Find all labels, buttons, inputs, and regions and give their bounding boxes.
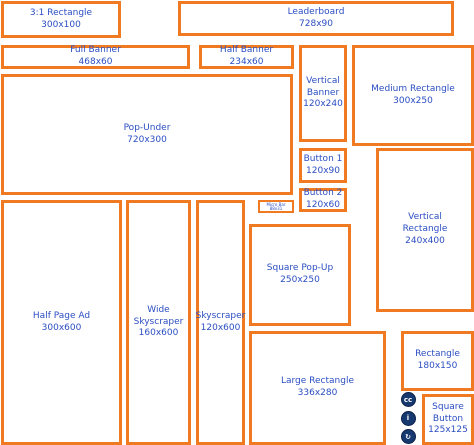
ad-label: Square Button (432, 401, 464, 424)
ad-size: 120x600 (200, 322, 241, 333)
license-icons: cc i ↻ (399, 392, 417, 444)
ad-wide-skyscraper: Wide Skyscraper 160x600 (126, 200, 191, 445)
ad-3-1-rectangle: 3:1 Rectangle 300x100 (1, 1, 121, 38)
ad-label: Micro Bar (266, 201, 286, 207)
ad-size: 336x280 (297, 388, 338, 398)
ad-half-banner: Half Banner 234x60 (199, 45, 294, 69)
ad-size: 300x250 (393, 95, 433, 106)
ad-square-button: Square Button 125x125 (422, 394, 474, 445)
ad-large-rectangle: Large Rectangle 336x280 (249, 331, 386, 445)
ad-size: 300x100 (41, 19, 81, 30)
ad-skyscraper: Skyscraper 120x600 (196, 200, 245, 445)
ad-vertical-rectangle: Vertical Rectangle 240x400 (376, 148, 474, 312)
ad-label: Skyscraper (195, 310, 246, 321)
ad-size: 120x240 (303, 99, 343, 110)
ad-label: Rectangle (415, 349, 460, 360)
ad-size: 234x60 (229, 57, 264, 67)
ad-size: 240x400 (405, 235, 445, 246)
ad-label: Square Pop-Up (266, 263, 334, 274)
ad-size: 468x60 (78, 57, 113, 67)
ad-label: Half Banner (219, 45, 274, 56)
ad-label: Leaderboard (287, 6, 345, 17)
ad-size: 300x600 (41, 322, 82, 333)
ad-label: Vertical Banner (306, 75, 340, 98)
ad-size: 720x300 (127, 134, 167, 145)
ad-label: Button 2 (303, 188, 343, 199)
ad-button-1: Button 1 120x90 (299, 148, 347, 183)
ad-pop-under: Pop-Under 720x300 (1, 74, 293, 195)
ad-rectangle: Rectangle 180x150 (401, 331, 474, 391)
ad-size: 125x125 (428, 425, 468, 436)
ad-medium-rectangle: Medium Rectangle 300x250 (352, 45, 474, 146)
share-alike-icon: ↻ (400, 429, 416, 444)
ad-full-banner: Full Banner 468x60 (1, 45, 190, 69)
ad-half-page: Half Page Ad 300x600 (1, 200, 122, 445)
ad-size: 120x90 (306, 165, 340, 176)
ad-label: 3:1 Rectangle (29, 7, 93, 18)
ad-label: Medium Rectangle (371, 83, 455, 94)
ad-label: Full Banner (70, 45, 121, 56)
ad-size: 250x250 (280, 275, 320, 285)
ad-label: Half Page Ad (32, 310, 91, 321)
ad-leaderboard: Leaderboard 728x90 (178, 1, 454, 36)
ad-size: 88x31 (269, 205, 283, 211)
ad-square-pop-up: Square Pop-Up 250x250 (249, 224, 351, 326)
attribution-icon: i (400, 410, 416, 426)
ad-vertical-banner: Vertical Banner 120x240 (299, 45, 347, 142)
ad-micro-bar: Micro Bar 88x31 (258, 200, 294, 213)
creative-commons-icon: cc (400, 392, 416, 407)
ad-label: Button 1 (303, 153, 343, 164)
ad-label: Vertical Rectangle (402, 212, 448, 235)
ad-label: Large Rectangle (280, 376, 354, 387)
ad-label: Wide Skyscraper (133, 304, 184, 327)
ad-button-2: Button 2 120x60 (299, 188, 347, 212)
ad-size: 120x60 (306, 200, 340, 210)
ad-size: 180x150 (417, 361, 458, 371)
ad-label: Pop-Under (123, 122, 171, 133)
ad-size: 160x600 (138, 328, 179, 339)
ad-size: 728x90 (299, 18, 333, 29)
